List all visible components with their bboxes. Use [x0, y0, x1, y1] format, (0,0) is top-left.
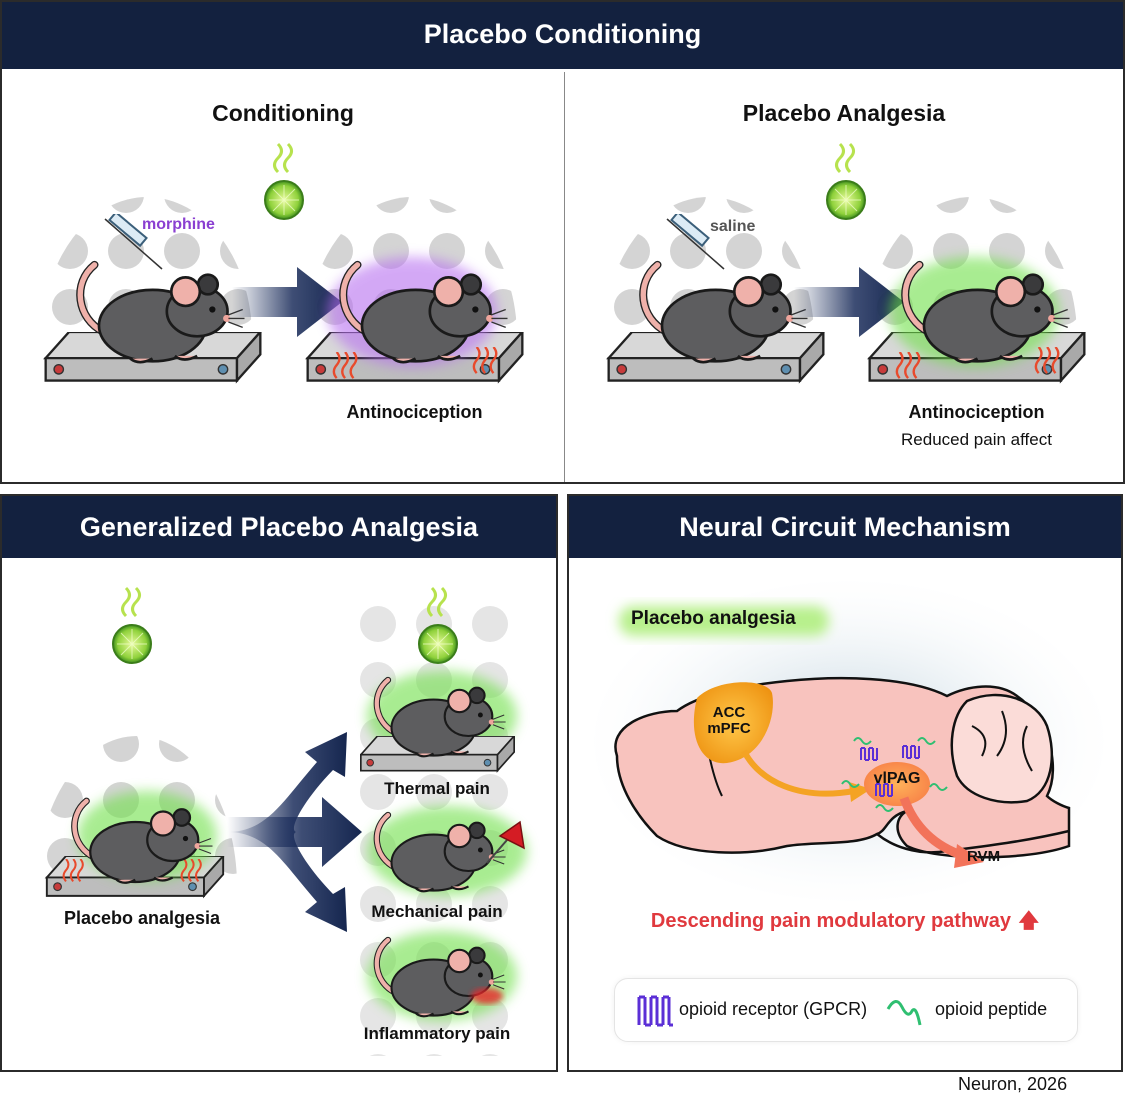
panel-title: Neural Circuit Mechanism: [679, 512, 1011, 542]
citation: Neuron, 2026: [958, 1074, 1068, 1094]
outcome-label-inflammatory-pain: Inflammatory pain: [363, 1024, 511, 1043]
legend-label-receptor: opioid receptor (GPCR): [679, 999, 868, 1019]
inflamed-paw-icon: [471, 988, 503, 1004]
peptide-icon: [917, 737, 936, 745]
peptide-icon: [841, 780, 860, 788]
mpfc-label: mPFC: [707, 720, 751, 737]
lime-scent-icon: [824, 142, 868, 222]
acc-to-vlpag-arrow-icon: [741, 749, 871, 802]
source-label-placebo-analgesia: Placebo analgesia: [63, 908, 221, 928]
gpcr-icon: [637, 995, 673, 1027]
acc-label: ACC: [712, 704, 746, 721]
label-glow: [619, 606, 829, 636]
neural-circuit-mechanism-panel: Neural Circuit Mechanism Placebo analges…: [567, 494, 1123, 1072]
panel-header: Neural Circuit Mechanism: [569, 496, 1121, 558]
mouse-icon: [367, 666, 507, 764]
mouse-icon: [330, 247, 510, 372]
pushpin-icon: [486, 820, 525, 864]
injection-label-morphine: morphine: [142, 216, 215, 233]
lime-scent-icon: [416, 586, 460, 666]
panel-header: Placebo Conditioning: [2, 2, 1123, 69]
gpcr-icon: [875, 783, 893, 797]
legend-box: opioid receptor (GPCR) opioid peptide: [614, 978, 1078, 1042]
arrow-icon: [794, 267, 904, 337]
peptide-icon: [875, 804, 894, 812]
result-label-antinociception: Antinociception: [346, 402, 483, 422]
peptide-icon: [886, 1000, 922, 1026]
panel-title: Generalized Placebo Analgesia: [79, 512, 479, 542]
mouse-icon: [67, 247, 247, 372]
mouse-icon: [64, 786, 214, 891]
lime-scent-icon: [262, 142, 306, 222]
placebo-conditioning-panel: Placebo Conditioning Conditioning morphi…: [0, 0, 1125, 484]
injection-label-saline: saline: [710, 218, 756, 235]
acc-mpfc-region: [693, 682, 773, 764]
arrow-icon: [232, 267, 342, 337]
result-sublabel-reduced-pain-affect: Reduced pain affect: [901, 430, 1052, 449]
panel-title: Placebo Conditioning: [423, 19, 702, 49]
branching-arrows-icon: [227, 732, 362, 932]
section-title-conditioning: Conditioning: [212, 100, 354, 126]
panel-header: Generalized Placebo Analgesia: [2, 496, 556, 558]
legend-label-peptide: opioid peptide: [935, 999, 1048, 1019]
placebo-analgesia-label: Placebo analgesia: [631, 608, 796, 629]
section-title-placebo-analgesia: Placebo Analgesia: [742, 100, 946, 126]
mouse-icon: [630, 247, 810, 372]
peptide-icon: [929, 783, 948, 791]
lime-scent-icon: [110, 586, 154, 666]
pathway-label-text: Descending pain modulatory pathway: [650, 910, 1011, 932]
vlpag-to-rvm-arrow-icon: [899, 796, 984, 868]
mouse-icon: [892, 247, 1072, 372]
mouse-icon: [367, 926, 507, 1024]
gpcr-icon: [860, 747, 878, 761]
outcome-label-mechanical-pain: Mechanical pain: [371, 902, 503, 921]
up-arrow-icon: 🡅: [1018, 910, 1040, 932]
vlpag-label: vlPAG: [873, 770, 921, 787]
peptide-icon: [853, 737, 872, 745]
rvm-label: RVM: [967, 848, 1001, 865]
result-label-antinociception: Antinociception: [908, 402, 1045, 422]
gpcr-icon: [902, 745, 920, 759]
divider: [564, 72, 565, 482]
pathway-label: Descending pain modulatory pathway 🡅: [569, 906, 1121, 940]
outcome-label-thermal-pain: Thermal pain: [384, 779, 490, 798]
generalized-placebo-analgesia-panel: Generalized Placebo Analgesia Placebo an…: [0, 494, 558, 1072]
